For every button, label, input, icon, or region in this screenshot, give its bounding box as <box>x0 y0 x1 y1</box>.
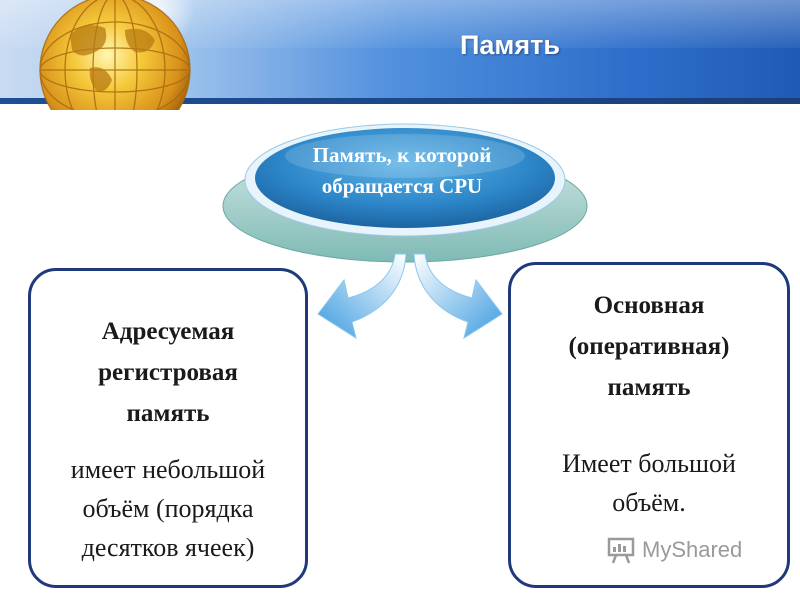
center-node-shape <box>222 123 588 263</box>
center-node-line-1: Память, к которой <box>312 143 492 167</box>
watermark: MyShared <box>606 532 742 568</box>
register-memory-heading: Адресуемая регистровая память <box>31 311 305 434</box>
register-memory-description-line-3: десятков ячеек) <box>81 533 255 562</box>
globe-icon <box>39 0 195 110</box>
main-memory-description-line-1: Имеет большой <box>562 449 736 478</box>
main-memory-heading-line-1: Основная <box>593 292 705 319</box>
center-node-label: Память, к которой обращается CPU <box>262 140 542 202</box>
register-memory-heading-line-1: Адресуемая <box>101 318 235 345</box>
main-memory-description: Имеет большой объём. <box>511 444 787 522</box>
register-memory-heading-line-2: регистровая <box>98 359 238 386</box>
main-memory-heading: Основная (оперативная) память <box>511 285 787 408</box>
register-memory-description-line-2: объём (порядка <box>82 494 254 523</box>
presentation-board-icon <box>607 537 635 564</box>
right-curved-arrow-icon <box>413 253 503 340</box>
main-memory-heading-line-2: (оперативная) <box>568 333 730 360</box>
register-memory-heading-line-3: память <box>126 400 210 427</box>
main-memory-description-line-2: объём. <box>612 488 686 517</box>
left-curved-arrow-icon <box>317 253 407 340</box>
center-node-line-2: обращается CPU <box>321 174 483 198</box>
header-divider <box>0 98 800 104</box>
branch-arrows <box>317 253 503 340</box>
register-memory-description-line-1: имеет небольшой <box>70 455 266 484</box>
watermark-text: MyShared <box>642 537 743 562</box>
main-memory-box: Основная (оперативная) память Имеет боль… <box>508 262 790 588</box>
register-memory-box: Адресуемая регистровая память имеет небо… <box>28 268 308 588</box>
slide-title: Память <box>460 30 560 60</box>
register-memory-description: имеет небольшой объём (порядка десятков … <box>31 450 305 567</box>
main-memory-heading-line-3: память <box>607 374 691 401</box>
